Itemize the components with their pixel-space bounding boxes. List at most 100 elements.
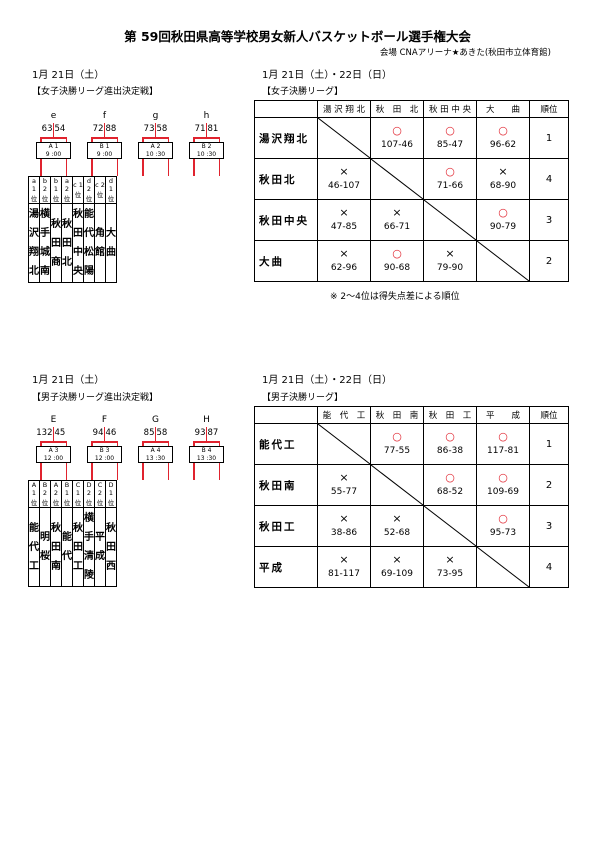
girls_pre-seed-cell: c 1位	[72, 176, 84, 204]
girls_league-row-name: 秋田北	[254, 158, 318, 200]
girls_league-result-cell: ×79-90	[423, 240, 477, 282]
loss-mark-icon: ×	[339, 512, 349, 525]
boys_league-result-score: 55-77	[330, 487, 358, 497]
girls_league-result-score: 96-62	[489, 140, 517, 150]
girls_pre-team-cell: 能代松陽	[83, 203, 95, 283]
girls_league-row-name: 大曲	[254, 240, 318, 282]
boys_pre-bracket-line	[91, 441, 118, 443]
venue-text: 会場 CNAアリーナ★あきた(秋田市立体育館)	[379, 48, 551, 58]
boys_pre-score: 87	[207, 428, 219, 438]
boys_league-rank-cell: 2	[529, 464, 569, 506]
boys_pre-seed-cell: B 1位	[61, 480, 73, 508]
diagonal-line	[424, 200, 476, 240]
win-mark-icon: ○	[392, 124, 402, 137]
boys_pre-team-char: 平	[95, 532, 105, 543]
boys_pre-bracket-line	[52, 427, 55, 441]
diagonal-line-stroke	[318, 118, 370, 158]
loss-mark-icon: ×	[339, 471, 349, 484]
girls_league-result-score: 71-66	[436, 181, 464, 191]
girls_league-result-score: 62-96	[330, 263, 358, 273]
boys_league-header-row: 能 代 工秋 田 南秋 田 工平 成順位	[254, 406, 569, 424]
diagonal-line	[477, 241, 529, 281]
girls_pre-team-cell: 角館	[94, 203, 106, 283]
boys_league-result-cell: ○109-69	[476, 464, 530, 506]
boys_pre-team-cell: 秋田南	[50, 507, 62, 587]
boys_pre-bracket-line	[40, 441, 67, 443]
diagonal-line	[371, 465, 423, 505]
boys_pre-game-time: 12 :00	[94, 455, 115, 462]
boys_pre-score: 58	[156, 428, 168, 438]
boys_pre-score: 132	[36, 428, 53, 438]
girls_pre-team-char: 田	[73, 228, 83, 239]
boys_pre-team-char: 工	[73, 560, 83, 572]
boys_league-result-score: 81-117	[328, 569, 360, 579]
boys_league-diagonal-cell	[476, 546, 530, 588]
girls_pre-team-char: 手	[40, 228, 50, 239]
girls_league-result-cell: × 62-96	[317, 240, 371, 282]
girls_league-row-name: 秋田中央	[254, 199, 318, 241]
girls_pre-seed-cell: a 1位	[28, 176, 40, 204]
boys_league-rank-cell: 1	[529, 423, 569, 465]
boys_pre-game-time: 13 :30	[145, 455, 166, 462]
girls_league-result-cell: ○90-68	[370, 240, 424, 282]
boys_pre-bracket-line	[205, 427, 208, 441]
win-mark-icon: ○	[498, 124, 508, 137]
boys_pre-team-char: 明	[40, 532, 50, 543]
boys_league-result-cell: × 55-77	[317, 464, 371, 506]
girls_pre-bracket-line	[91, 137, 118, 139]
girls-league-date: 1月 21日（土）・22日（日）	[262, 70, 392, 81]
boys_pre-team-cell: 秋田西	[105, 507, 117, 587]
girls_pre-game-label: g	[152, 111, 159, 121]
boys_pre-team-char: 西	[106, 560, 116, 572]
girls_pre-bracket-line	[142, 137, 169, 139]
girls_pre-score: 63	[41, 124, 53, 134]
boys-league-heading: 【男子決勝リーグ】	[262, 393, 344, 403]
girls_league-corner-cell	[254, 100, 318, 118]
girls_league-header-row: 湯 沢 翔 北秋 田 北秋 田 中 央大 曲順位	[254, 100, 569, 118]
diagonal-line-stroke	[318, 424, 370, 464]
boys_league-diagonal-cell	[423, 505, 477, 547]
girls_league-result-score: 90-68	[383, 263, 411, 273]
win-mark-icon: ○	[445, 471, 455, 484]
girls_pre-team-char: 北	[29, 266, 39, 277]
boys_pre-score: 94	[92, 428, 104, 438]
girls_league-result-score: 107-46	[381, 140, 413, 150]
boys_league-result-cell: ×38-86	[317, 505, 371, 547]
boys_pre-team-cell: 明桜	[39, 507, 51, 587]
girls_pre-team-char: 南	[40, 266, 50, 277]
girls_pre-game-label: h	[203, 111, 210, 121]
diagonal-line	[424, 506, 476, 546]
boys_pre-team-char: 工	[29, 560, 39, 572]
boys-league-table: 能 代 工秋 田 南秋 田 工平 成順位能代工○77-55○86-38○117-…	[254, 406, 569, 588]
girls_pre-team-char: 秋	[73, 209, 83, 220]
loss-mark-icon: ×	[339, 247, 349, 260]
diagonal-line-stroke	[424, 506, 476, 546]
girls_league-result-score: 68-90	[489, 181, 517, 191]
girls_pre-bracket-line	[193, 137, 220, 139]
girls_pre-score: 71	[194, 124, 206, 134]
girls_league-rank-cell: 3	[529, 199, 569, 241]
girls_pre-team-cell: 大曲	[105, 203, 117, 283]
boys_league-result-score: 69-109	[381, 569, 413, 579]
girls_pre-team-char: 代	[84, 228, 94, 239]
win-mark-icon: ○	[392, 430, 402, 443]
girls_pre-team-char: 秋	[51, 218, 61, 230]
diagonal-line	[477, 547, 529, 587]
girls_pre-team-char: 田	[62, 237, 72, 249]
girls_league-row-name: 湯沢翔北	[254, 117, 318, 159]
boys_league-result-score: 68-52	[436, 487, 464, 497]
girls_league-result-cell: ×66-71	[370, 199, 424, 241]
boys_pre-game-label: F	[101, 415, 108, 425]
girls_league-column-header: 秋 田 北	[370, 100, 424, 118]
girls_league-diagonal-cell	[370, 158, 424, 200]
girls-pre-date: 1月 21日（土）	[32, 70, 105, 81]
boys_pre-score: 46	[105, 428, 117, 438]
